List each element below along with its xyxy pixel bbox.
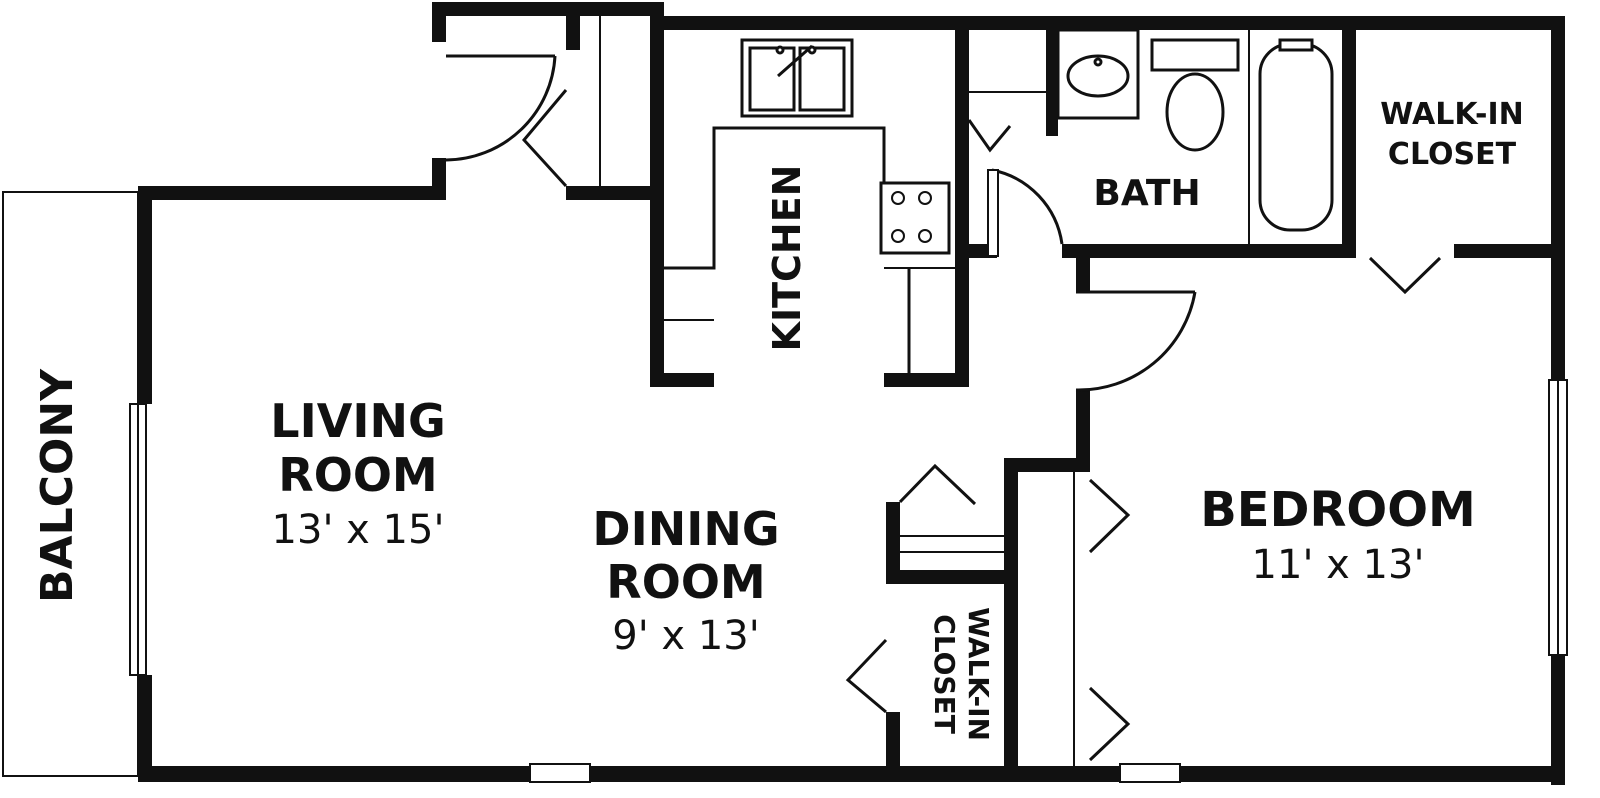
living-room-size: 13' x 15' [272,507,445,553]
living-room-label-line2: ROOM [278,448,437,502]
walk-in-closet-mid-label-line2: CLOSET [928,614,961,734]
kitchen-fixtures [664,38,955,373]
walls [138,2,1565,785]
doors [445,16,1442,766]
living-room-label-line1: LIVING [270,394,445,448]
bath-label: BATH [1093,173,1200,214]
bedroom-label: BEDROOM [1200,482,1476,538]
walk-in-closet-mid-label-line1: WALK-IN [962,607,995,741]
dining-room-label-line2: ROOM [606,555,765,609]
windows [129,379,1568,783]
kitchen-label: KITCHEN [765,165,809,352]
dining-room-size: 9' x 13' [612,613,759,659]
toilet-icon [1150,38,1240,152]
room-labels: BALCONY LIVING ROOM 13' x 15' DINING ROO… [32,97,1524,741]
bedroom-size: 11' x 13' [1252,542,1425,588]
dining-room-label-line1: DINING [592,502,779,556]
bath-fixtures [1056,28,1334,244]
bathtub-icon [1258,38,1334,232]
bathroom-sink-icon [1056,28,1140,120]
walk-in-closet-top-label-line1: WALK-IN [1380,97,1523,132]
sink-icon [740,38,854,118]
stove-icon [879,181,951,255]
walk-in-closet-top-label-line2: CLOSET [1388,137,1517,172]
balcony-label: BALCONY [32,368,83,603]
